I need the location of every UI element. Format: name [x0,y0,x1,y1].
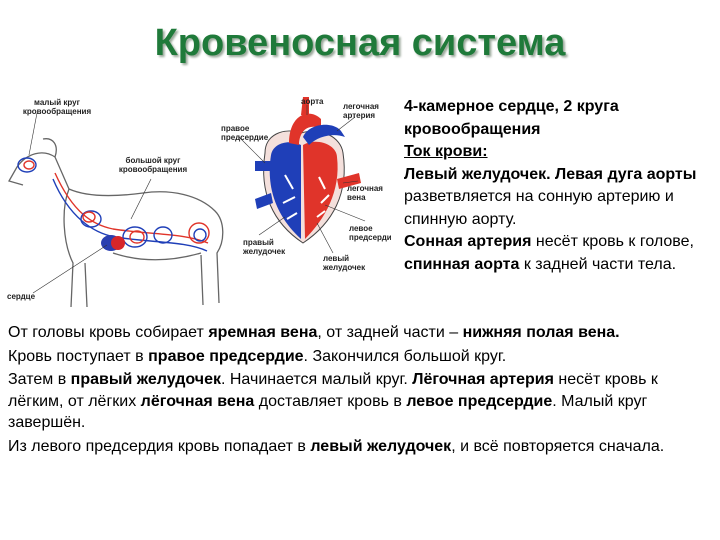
para-jugular: От головы кровь собирает яремная вена, о… [8,324,620,341]
para-carotid: Сонная артерия несёт кровь к голове, спи… [404,233,694,273]
right-text-column: 4-камерное сердце, 2 круга кровообращени… [404,96,716,276]
para-four-chamber: 4-камерное сердце, 2 круга кровообращени… [404,98,619,138]
body-text: От головы кровь собирает яремная вена, о… [8,322,716,459]
para-small-circle: Затем в правый желудочек. Начинается мал… [8,371,658,431]
para-repeat: Из левого предсердия кровь попадает в ле… [8,437,665,455]
label-aorta: аорта [301,97,324,106]
para-left-ventricle: Левый желудочек. Левая дуга аорты развет… [404,165,697,228]
heart-diagram [255,97,361,244]
para-blood-flow-heading: Ток крови: [404,143,488,160]
label-heart: сердце [7,292,36,301]
dog-vessels [17,157,210,252]
dog-silhouette [8,138,224,308]
label-leaders [28,105,366,294]
page-title: Кровеносная система [154,22,566,64]
dog-heart [101,235,125,251]
para-right-atrium: Кровь поступает в правое предсердие. Зак… [8,347,507,365]
